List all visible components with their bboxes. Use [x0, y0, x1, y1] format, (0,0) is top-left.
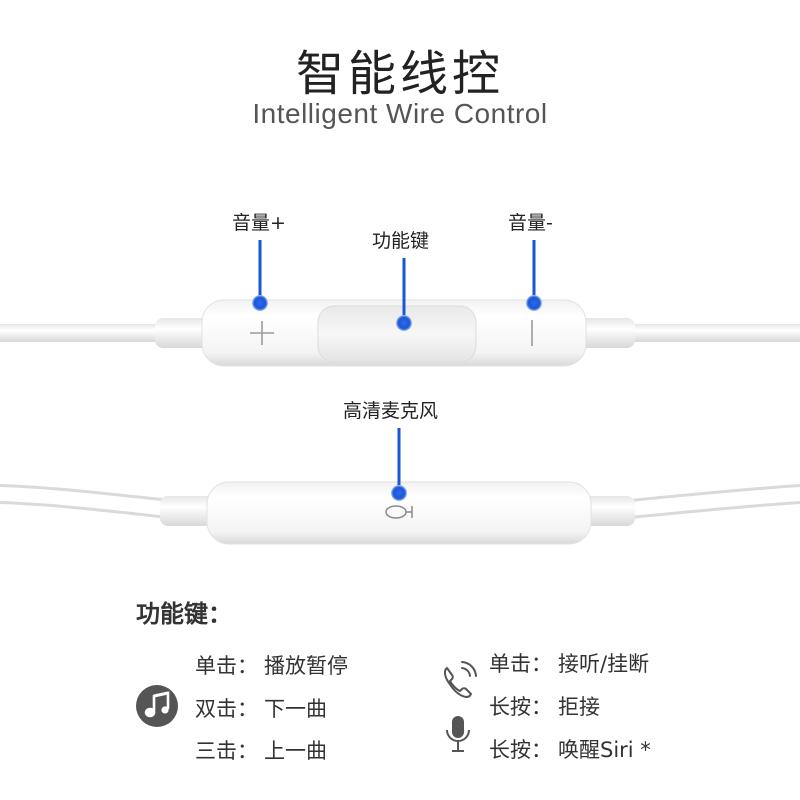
phone-icon	[443, 661, 477, 698]
mic-dot	[391, 485, 407, 501]
function-key-dot	[396, 315, 412, 331]
mic-remote	[206, 481, 592, 545]
list-item: 单击：播放暂停	[195, 654, 348, 678]
top-remote	[201, 299, 587, 367]
volume-down-label: 音量-	[508, 212, 553, 234]
list-item: 长按：唤醒Siri *	[489, 738, 651, 762]
list-item: 双击：下一曲	[195, 697, 327, 721]
mic-label: 高清麦克风	[343, 400, 439, 422]
volume-up-label: 音量+	[232, 212, 286, 234]
list-item: 长按：拒接	[489, 695, 600, 719]
volume-up-dot	[252, 295, 268, 311]
mic-symbol-icon	[385, 505, 413, 519]
plus-icon	[250, 321, 274, 345]
page-subtitle: Intelligent Wire Control	[252, 98, 548, 129]
leader-lines	[258, 240, 536, 492]
music-note-icon	[136, 685, 178, 727]
function-key-button[interactable]	[317, 305, 477, 363]
volume-down-dot	[526, 295, 542, 311]
function-key-label: 功能键	[372, 230, 430, 252]
list-item: 三击：上一曲	[195, 739, 327, 763]
function-section-title: 功能键：	[136, 600, 232, 628]
list-item: 单击：接听/挂断	[489, 652, 650, 676]
page-title: 智能线控	[295, 46, 504, 102]
microphone-icon	[446, 716, 470, 752]
